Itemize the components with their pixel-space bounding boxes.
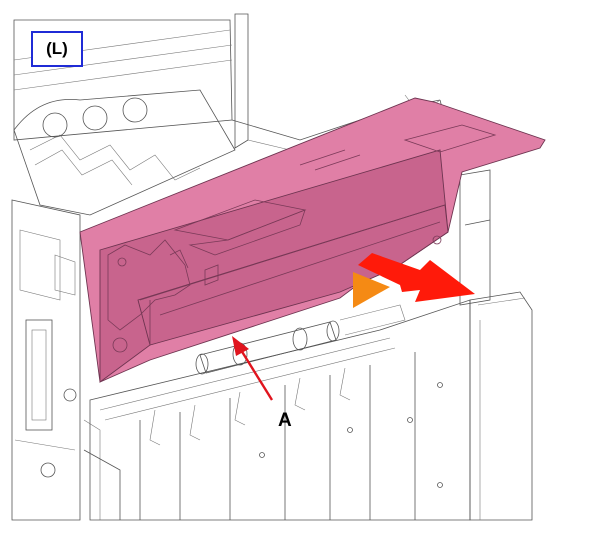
panel-label: (L) <box>31 31 83 67</box>
highlighted-assembly <box>79 97 546 383</box>
callout-arrow <box>232 336 274 401</box>
lower-guide-assembly <box>89 299 471 521</box>
machine-frame-left <box>11 199 121 521</box>
removal-arrow <box>358 253 475 302</box>
callout-label-a: A <box>278 410 292 431</box>
direction-marker <box>353 272 390 308</box>
